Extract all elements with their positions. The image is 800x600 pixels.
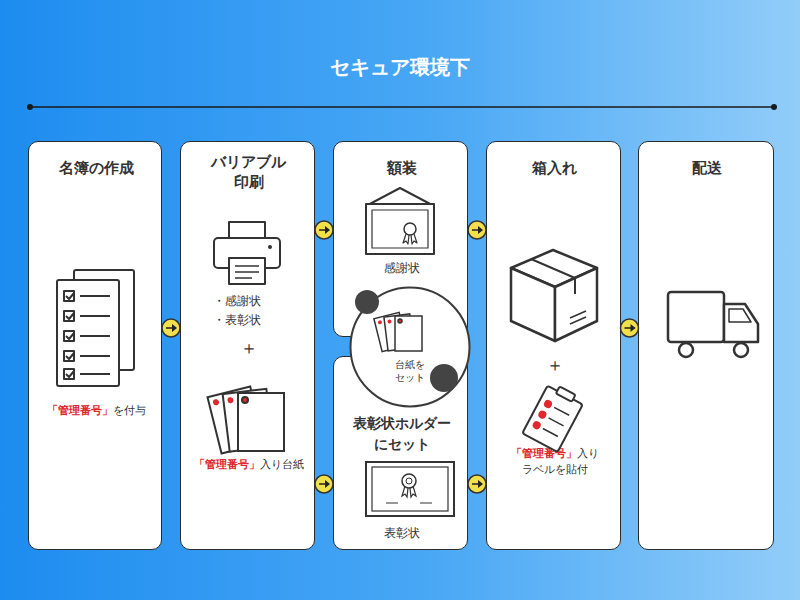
text-line: 名簿の作成	[29, 158, 163, 178]
text-line: 箱入れ	[487, 158, 622, 178]
node-text: 「管理番号」	[47, 404, 113, 417]
node-text: 感謝状	[384, 261, 420, 275]
node-heading: 配送	[692, 159, 722, 177]
step-circle: 台紙を セット	[349, 286, 471, 408]
flow-connector	[468, 475, 486, 493]
node-text: ＋	[240, 337, 258, 358]
node-heading: 表彰状ホルダー にセット	[353, 415, 451, 452]
flow-connector	[315, 475, 333, 493]
node-heading: バリアブル 印刷	[211, 153, 286, 191]
node-text: 表彰状	[384, 526, 420, 540]
header-rule	[27, 104, 777, 110]
flow-connector	[468, 221, 486, 239]
text-line: ・表彰状	[213, 312, 316, 328]
text-line: 表彰状	[334, 525, 469, 541]
process-box: バリアブル 印刷・感謝状・表彰状 ＋ 「管理番号」入り台紙	[180, 141, 315, 550]
node-heading: 名簿の作成	[59, 159, 134, 177]
text-line: ・感謝状	[213, 293, 316, 309]
node-heading: 額装	[387, 159, 417, 177]
node-text: を付与	[113, 404, 146, 417]
text-line: 「管理番号」入り台紙	[184, 458, 314, 473]
text-line: ＋	[181, 336, 316, 360]
node-heading: 箱入れ	[532, 159, 577, 177]
text-line: 配送	[639, 158, 775, 178]
node-text: ・表彰状	[213, 313, 261, 327]
text-line: ＋	[487, 353, 622, 377]
text-line: 「管理番号」を付与	[29, 404, 163, 419]
text-line: 感謝状	[334, 260, 469, 276]
text-line: 「管理番号」入り ラベルを貼付	[505, 446, 605, 478]
text-line: 台紙を セット	[379, 358, 441, 384]
flow-connector	[621, 319, 639, 337]
node-text: 「管理番号」	[511, 447, 577, 460]
circle-outline	[349, 286, 471, 408]
text-line: バリアブル 印刷	[199, 152, 299, 192]
process-box: 配送	[638, 141, 774, 550]
flow-connector	[315, 221, 333, 239]
diagram-title: セキュア環境下	[0, 54, 800, 81]
node-text: 入り台紙	[260, 458, 304, 471]
node-text: ＋	[546, 354, 564, 375]
flow-connector	[162, 319, 180, 337]
node-text: 「管理番号」	[194, 458, 260, 471]
process-box: 名簿の作成「管理番号」を付与	[28, 141, 162, 550]
process-box: 箱入れ ＋ 「管理番号」入り ラベルを貼付	[486, 141, 621, 550]
text-line: 表彰状ホルダー にセット	[340, 413, 464, 455]
node-text: 台紙を セット	[395, 359, 425, 383]
node-text: ・感謝状	[213, 294, 261, 308]
text-line: 額装	[334, 158, 469, 178]
